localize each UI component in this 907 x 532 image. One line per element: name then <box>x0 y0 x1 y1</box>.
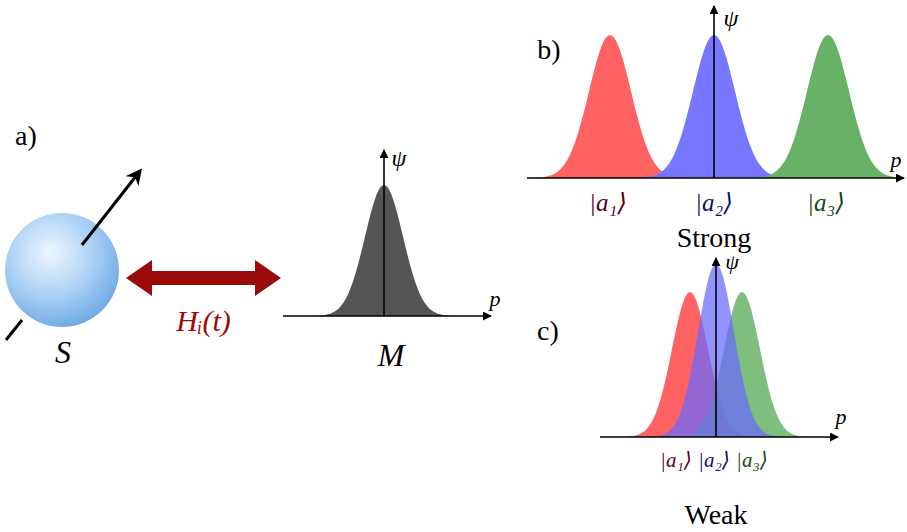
figure-label: Strong <box>677 223 752 254</box>
figure-label: b) <box>537 35 560 66</box>
pointer-plot <box>283 146 499 322</box>
spin-sphere <box>4 211 122 329</box>
figure-label: p <box>490 287 501 311</box>
figure-label: |a₃⟩ <box>807 189 845 217</box>
axis <box>383 150 385 316</box>
figure-label: ψ <box>725 250 739 274</box>
spin-arrow <box>82 171 140 245</box>
figure-label: p <box>836 405 847 429</box>
figure-label: |a₃⟩ <box>736 449 768 472</box>
gaussian <box>526 35 694 178</box>
meter-node: M <box>283 146 499 375</box>
interaction-label: Hᵢ(t) <box>176 304 231 337</box>
figure-label: Weak <box>684 500 747 531</box>
axis <box>283 315 491 317</box>
figure-label: |a₂⟩ <box>698 449 730 472</box>
sphere <box>5 213 119 327</box>
interaction-arrow <box>152 271 255 285</box>
figure-label: ψ <box>724 5 739 31</box>
axis <box>600 436 838 438</box>
axis <box>527 177 904 179</box>
axis <box>713 6 715 178</box>
weak-plot <box>600 258 838 437</box>
gaussian <box>744 35 907 178</box>
axis <box>715 258 717 437</box>
figure-label: p <box>891 148 902 172</box>
figure-label: |a₁⟩ <box>660 449 692 472</box>
node-label: M <box>283 338 499 373</box>
figure-label: |a₂⟩ <box>695 189 733 217</box>
spin-tail <box>6 320 22 340</box>
node-label: S <box>4 335 122 370</box>
system-node: S <box>4 211 122 372</box>
figure-label: a) <box>15 121 37 152</box>
figure-label: |a₁⟩ <box>589 189 627 217</box>
figure-label: ψ <box>392 145 407 171</box>
strong-plot <box>526 6 907 178</box>
figure-label: c) <box>537 316 559 347</box>
